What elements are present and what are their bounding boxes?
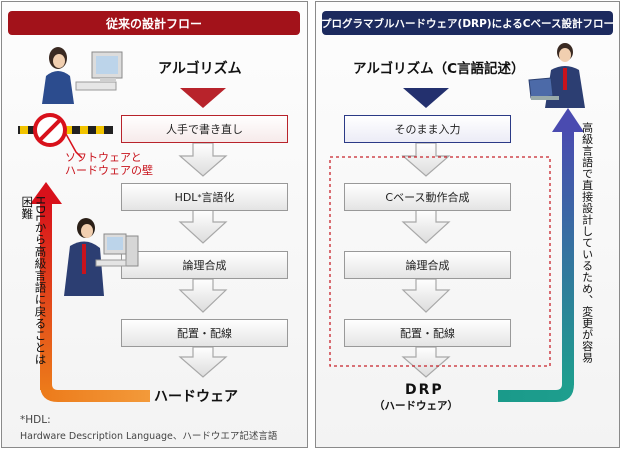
left-algorithm-title: アルゴリズム: [158, 61, 242, 77]
person-at-computer-illustration: [42, 47, 123, 104]
right-step-c-synthesis: Cベース動作合成: [344, 183, 511, 211]
left-arrow-3: [178, 278, 228, 313]
right-arrow-1: [401, 142, 451, 177]
engineer-thinking-illustration: [64, 218, 139, 296]
wall-label: ソフトウェアと ハードウェアの壁: [65, 151, 153, 178]
right-step-logic-label: 論理合成: [405, 259, 450, 272]
engineer-with-laptop-illustration: [528, 43, 585, 108]
right-arrow-3: [401, 278, 451, 313]
left-vertical-note: HDLから高級言語に戻ることは困難: [20, 196, 48, 366]
right-step-place-route: 配置・配線: [344, 319, 511, 347]
left-step-logic-synthesis: 論理合成: [121, 251, 288, 279]
left-panel-header: 従来の設計フロー: [8, 11, 300, 35]
footnote-line-2: Hardware Description Language、ハードウエア記述言語: [20, 431, 278, 442]
right-step-place-label: 配置・配線: [400, 327, 455, 340]
left-step-hdl: HDL*言語化: [121, 183, 288, 211]
left-arrow-2: [178, 209, 228, 244]
right-arrow-4: [401, 346, 451, 378]
right-top-arrow: [403, 88, 449, 108]
hdl-asterisk: *: [197, 192, 202, 202]
left-top-arrow: [180, 88, 226, 108]
left-step-place-route: 配置・配線: [121, 319, 288, 347]
right-step-direct-label: そのまま入力: [394, 123, 461, 136]
right-arrow-2: [401, 209, 451, 244]
right-algorithm-title: アルゴリズム（C言語記述）: [353, 61, 525, 77]
right-step-direct-input: そのまま入力: [344, 115, 511, 143]
left-arrow-4: [178, 346, 228, 378]
wall-pointer: [65, 133, 83, 159]
right-step-logic-synthesis: 論理合成: [344, 251, 511, 279]
right-step-c-label: Cベース動作合成: [385, 191, 470, 204]
drp-subtitle: （ハードウェア）: [374, 400, 458, 412]
left-step-logic-label: 論理合成: [182, 259, 227, 272]
left-step-hdl-label: HDL: [174, 190, 198, 204]
left-step-rewrite-label: 人手で書き直し: [166, 123, 243, 136]
left-step-place-label: 配置・配線: [177, 327, 232, 340]
left-step-hdl-suffix: 言語化: [201, 191, 235, 204]
right-vertical-note: 高級言語で直接設計しているため、変更が容易: [580, 122, 594, 364]
drp-title: DRP: [405, 382, 444, 398]
left-step-rewrite: 人手で書き直し: [121, 115, 288, 143]
left-hardware-title: ハードウェア: [154, 389, 238, 405]
footnote-line-1: *HDL:: [20, 414, 51, 426]
left-arrow-1: [178, 142, 228, 177]
right-panel-header: プログラマブルハードウェア(DRP)によるCベース設計フロー: [321, 11, 614, 35]
drp-dashed-box: [329, 156, 551, 367]
stop-sign-icon: [33, 113, 67, 147]
